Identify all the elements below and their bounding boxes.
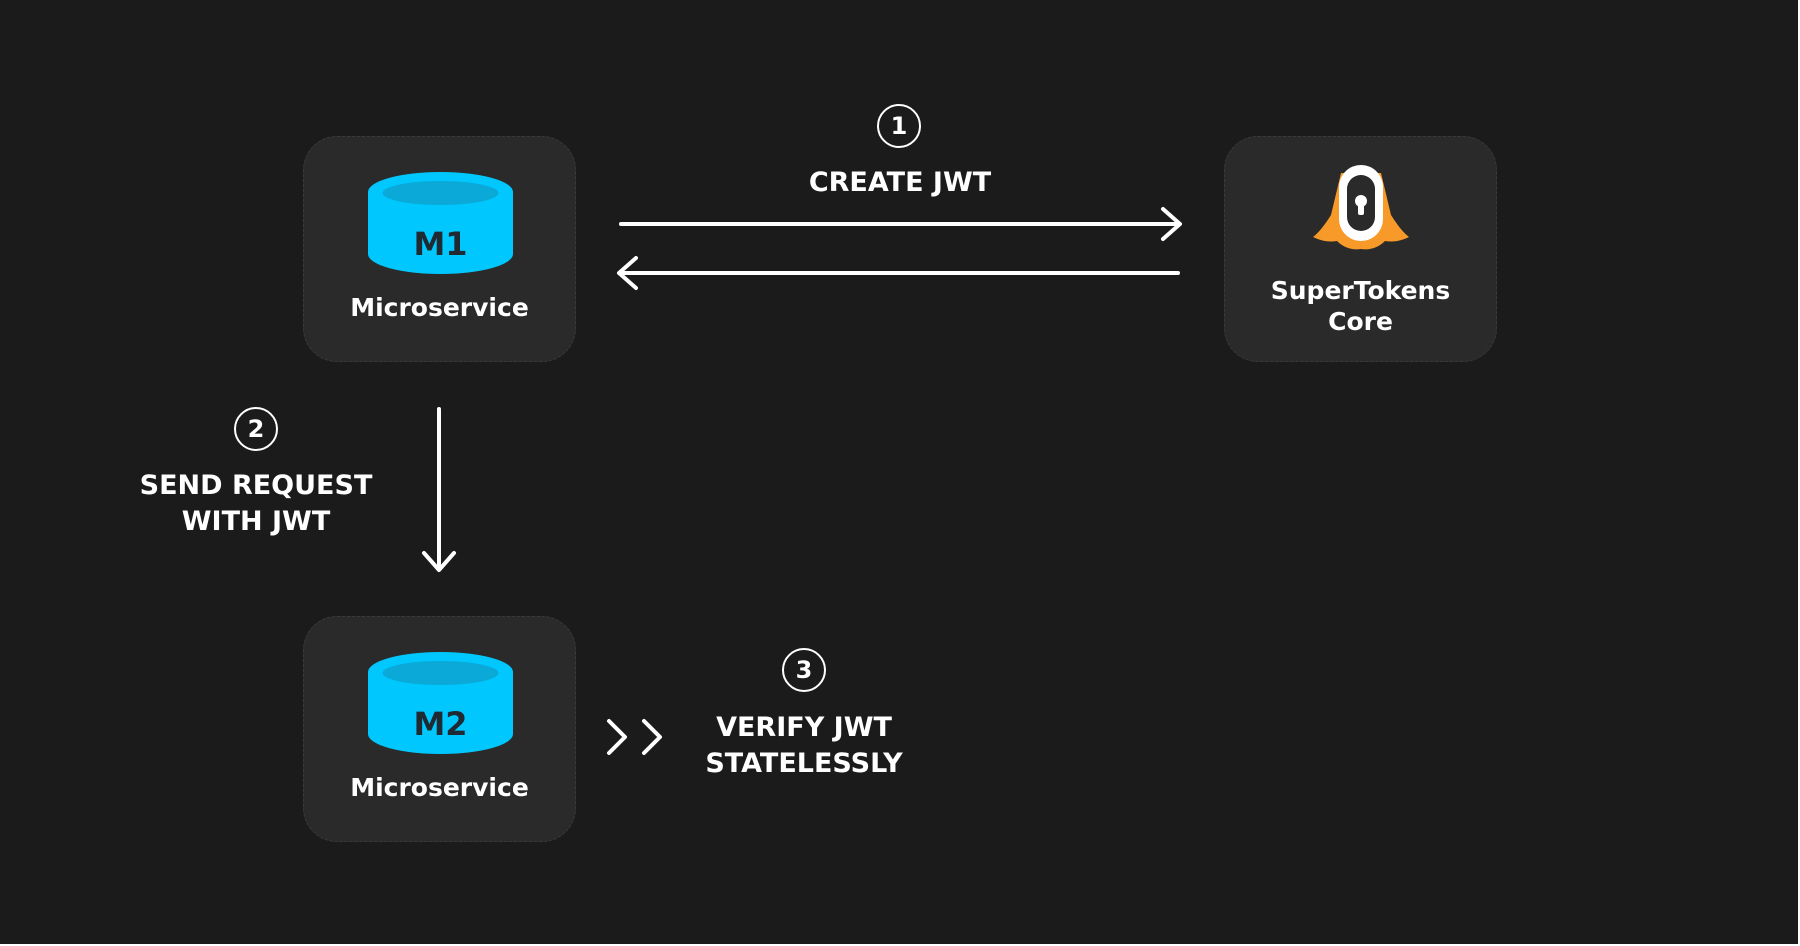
step-3-label-line2: STATELESSLY: [705, 748, 903, 779]
microservice-m2-card: M2 Microservice: [303, 616, 576, 842]
double-chevron-right-icon: [607, 719, 662, 755]
microservice-m2-badge: M2: [413, 705, 467, 743]
microservice-m1-badge: M1: [413, 225, 467, 263]
microservice-m2-label: Microservice: [350, 773, 529, 802]
frame-edge-right: [1798, 0, 1800, 946]
step-2-label-line2: WITH JWT: [181, 506, 331, 537]
database-icon: M1: [368, 172, 513, 274]
supertokens-core-label-line1: SuperTokens: [1270, 276, 1451, 305]
supertokens-core-card: SuperTokens Core: [1224, 136, 1497, 362]
supertokens-logo-icon: [1313, 165, 1409, 250]
supertokens-core-label-line2: Core: [1328, 307, 1393, 336]
database-icon: M2: [368, 652, 513, 754]
arrow-right-icon: [619, 207, 1182, 241]
microservice-m1-card: M1 Microservice: [303, 136, 576, 362]
step-2-label-line1: SEND REQUEST: [139, 470, 373, 501]
step-2-number: 2: [234, 407, 278, 451]
arrow-down-icon: [422, 407, 456, 572]
step-1-label: CREATE JWT: [808, 167, 992, 198]
step-3-label-line1: VERIFY JWT: [716, 712, 892, 743]
arrow-left-icon: [617, 256, 1180, 290]
frame-edge-bottom: [0, 944, 1800, 946]
step-1-number: 1: [877, 104, 921, 148]
microservice-m1-label: Microservice: [350, 293, 529, 322]
step-3-number: 3: [782, 648, 826, 692]
